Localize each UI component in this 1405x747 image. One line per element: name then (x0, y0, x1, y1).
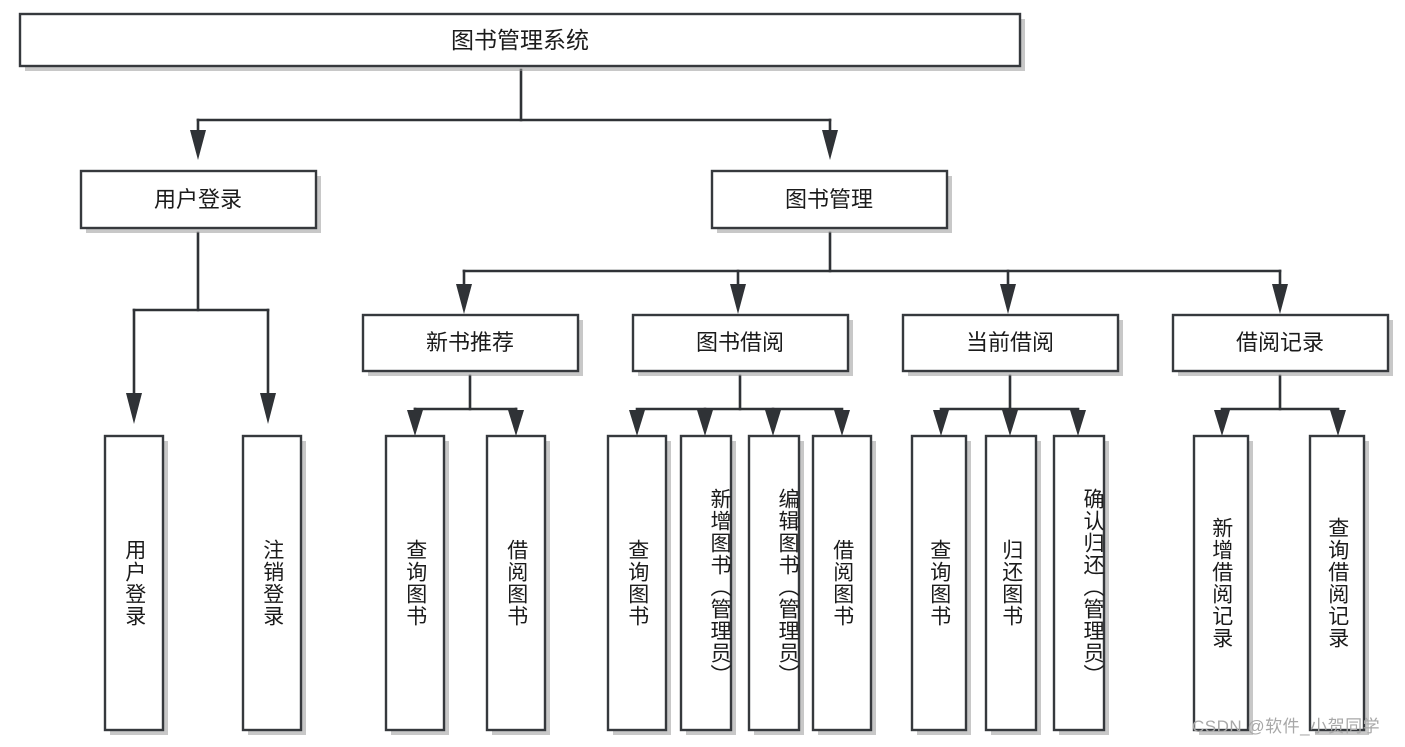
leaf-confirm-return[interactable] (1052, 434, 1109, 735)
leaf-borrow-book-1-box[interactable] (485, 434, 547, 732)
node-new-book-rec[interactable]: 新书推荐 (361, 313, 583, 376)
arrow-new-book-rec (456, 284, 472, 314)
node-current-borrow[interactable]: 当前借阅 (901, 313, 1123, 376)
node-current-borrow-label: 当前借阅 (966, 330, 1054, 355)
leaf-add-record[interactable] (1192, 434, 1253, 735)
leaf-add-record-box[interactable] (1192, 434, 1250, 732)
connector-group-book-manage (456, 231, 1288, 314)
node-root-box[interactable] (18, 12, 1022, 68)
leaf-user-logout[interactable] (241, 434, 306, 735)
arrow-user-login (190, 130, 206, 160)
arrow-current-borrow (1000, 284, 1016, 314)
arrow-leaf-user-logout (260, 393, 276, 424)
leaf-query-record[interactable] (1308, 434, 1369, 735)
csdn-watermark: CSDN @软件_小贺同学 (1192, 717, 1381, 736)
leaf-query-book-3-box[interactable] (910, 434, 968, 732)
node-user-login[interactable]: 用户登录 (79, 169, 321, 233)
leaf-edit-book-box[interactable] (747, 434, 801, 732)
leaf-query-book-2-box[interactable] (606, 434, 668, 732)
leaf-query-record-box[interactable] (1308, 434, 1366, 732)
arrow-leaf-borrow-book-1 (508, 410, 524, 436)
node-book-manage-label: 图书管理 (785, 187, 873, 212)
arrow-leaf-return-book (1002, 410, 1018, 436)
arrow-leaf-add-record (1214, 410, 1230, 436)
connector-group-root (190, 68, 838, 160)
arrow-leaf-add-book (697, 410, 713, 436)
leaf-borrow-book-1[interactable] (485, 434, 550, 735)
leaf-add-book[interactable] (679, 434, 736, 735)
leaf-query-book-1-box[interactable] (384, 434, 446, 732)
node-root[interactable]: 图书管理系统 (18, 12, 1025, 71)
connector-group-new-book-rec (407, 374, 524, 436)
connector-group-user-login (126, 231, 276, 424)
leaf-query-book-1[interactable] (384, 434, 449, 735)
leaf-borrow-book-2-box[interactable] (811, 434, 873, 732)
node-borrow-record-label: 借阅记录 (1236, 330, 1324, 355)
node-book-manage-box[interactable] (710, 169, 949, 230)
leaf-return-book-box[interactable] (984, 434, 1038, 732)
connector-group-current-borrow (933, 374, 1086, 436)
leaf-add-book-box[interactable] (679, 434, 733, 732)
leaf-user-logout-box[interactable] (241, 434, 303, 732)
arrow-leaf-borrow-book-2 (834, 410, 850, 436)
leaf-query-book-3[interactable] (910, 434, 971, 735)
arrow-book-borrow (730, 284, 746, 314)
arrow-leaf-confirm-return (1070, 410, 1086, 436)
node-book-borrow-box[interactable] (631, 313, 850, 373)
node-book-borrow-label: 图书借阅 (696, 330, 784, 355)
leaf-user-login[interactable] (103, 434, 168, 735)
leaf-confirm-return-box[interactable] (1052, 434, 1106, 732)
node-borrow-record[interactable]: 借阅记录 (1171, 313, 1393, 376)
node-root-label: 图书管理系统 (451, 27, 589, 53)
leaf-edit-book[interactable] (747, 434, 804, 735)
leaf-query-book-2[interactable] (606, 434, 671, 735)
leaf-borrow-book-2[interactable] (811, 434, 876, 735)
node-new-book-rec-label: 新书推荐 (426, 330, 514, 355)
arrow-leaf-query-book-2 (629, 410, 645, 436)
node-new-book-rec-box[interactable] (361, 313, 580, 373)
node-book-manage[interactable]: 图书管理 (710, 169, 952, 233)
arrow-book-manage (822, 130, 838, 160)
node-user-login-label: 用户登录 (154, 187, 242, 212)
leaf-user-login-box[interactable] (103, 434, 165, 732)
connector-group-book-borrow (629, 374, 850, 436)
leaf-return-book[interactable] (984, 434, 1041, 735)
arrow-borrow-record (1272, 284, 1288, 314)
arrow-leaf-query-book-1 (407, 410, 423, 436)
arrow-leaf-query-record (1330, 410, 1346, 436)
arrow-leaf-user-login (126, 393, 142, 424)
node-borrow-record-box[interactable] (1171, 313, 1390, 373)
node-user-login-box[interactable] (79, 169, 318, 230)
arrow-leaf-query-book-3 (933, 410, 949, 436)
arrow-leaf-edit-book (765, 410, 781, 436)
connector-group-borrow-record (1214, 374, 1346, 436)
node-book-borrow[interactable]: 图书借阅 (631, 313, 853, 376)
node-current-borrow-box[interactable] (901, 313, 1120, 373)
